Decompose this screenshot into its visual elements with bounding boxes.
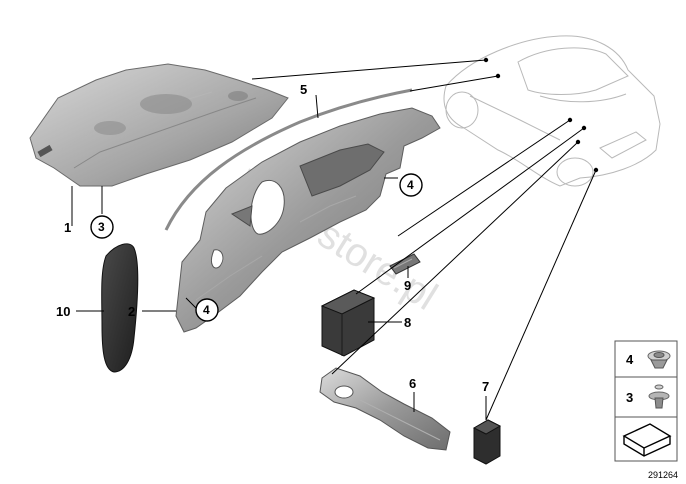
legend-box-3 xyxy=(614,376,678,418)
callout-1: 1 xyxy=(64,220,71,235)
leader-lines xyxy=(71,59,597,421)
callout-10: 10 xyxy=(56,304,70,319)
car-attachment-dots xyxy=(483,57,599,173)
part-2-rear-panel-insulation xyxy=(175,107,441,333)
callout-3: 3 xyxy=(98,220,105,234)
part-8-block xyxy=(320,289,376,357)
callout-8: 8 xyxy=(404,315,411,330)
part-1-upper-insulation xyxy=(29,63,289,187)
part-5-seal-strip xyxy=(164,88,413,231)
callout-4a-circle xyxy=(399,173,423,197)
callout-2: 2 xyxy=(128,304,135,319)
reference-number: 291264 xyxy=(648,470,678,480)
part-10-side-pad xyxy=(101,243,139,373)
callout-4b-circle xyxy=(195,298,219,322)
callout-5: 5 xyxy=(300,82,307,97)
part-6-bracket-insulation xyxy=(319,367,451,451)
legend-label-3: 3 xyxy=(626,390,633,405)
push-clip-icon xyxy=(648,384,670,409)
callout-4b: 4 xyxy=(203,303,210,317)
callout-7: 7 xyxy=(482,379,489,394)
insulation-symbol-icon xyxy=(622,423,672,457)
callout-6: 6 xyxy=(409,376,416,391)
callout-3-circle xyxy=(90,215,114,239)
car-outline xyxy=(443,35,661,187)
legend-label-4: 4 xyxy=(626,352,634,367)
callout-9: 9 xyxy=(404,278,411,293)
grommet-icon xyxy=(647,350,671,369)
callout-4a: 4 xyxy=(407,178,414,192)
hardware-legend: 4 3 xyxy=(614,340,678,462)
part-7-block xyxy=(472,419,502,465)
